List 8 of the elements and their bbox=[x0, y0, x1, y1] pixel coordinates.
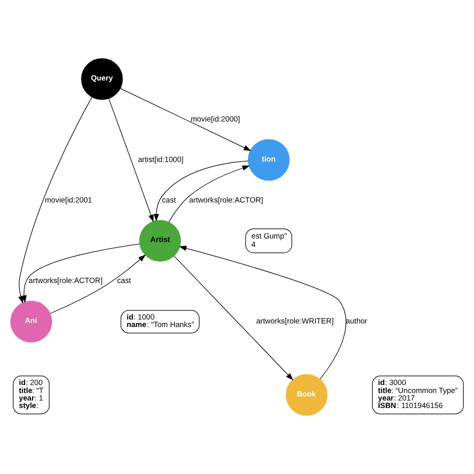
arrow bbox=[174, 256, 294, 380]
arrow bbox=[50, 254, 146, 314]
arrow bbox=[21, 244, 140, 304]
arrow bbox=[178, 246, 346, 380]
arrow bbox=[168, 166, 250, 222]
arrow bbox=[108, 98, 154, 222]
arrow bbox=[154, 160, 248, 222]
arrow bbox=[120, 88, 252, 151]
